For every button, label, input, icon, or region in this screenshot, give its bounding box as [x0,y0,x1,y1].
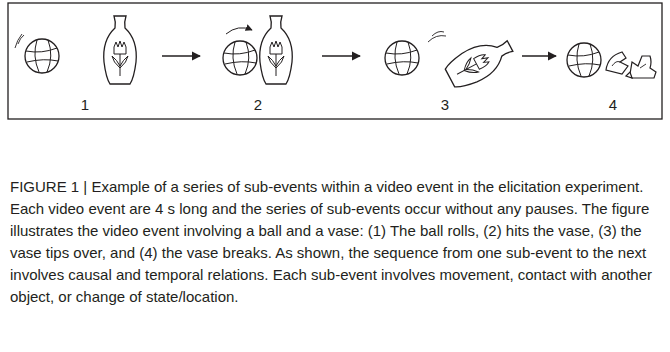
ball [385,41,419,75]
figure-caption: FIGURE 1 | Example of a series of sub-ev… [10,176,658,308]
frame [8,3,662,119]
callout-number: 4 [598,96,628,113]
ball [567,43,601,77]
callout-number: 2 [243,96,273,113]
arrow [522,55,556,56]
tipped-vase [442,32,517,93]
callout-number: 1 [70,96,100,113]
vase [260,16,293,84]
arrow [322,55,360,56]
ball [223,41,257,75]
broken-vase [606,52,656,78]
ball [25,39,59,73]
arrow [162,55,200,56]
vase [104,16,137,84]
callout-number: 3 [430,96,460,113]
